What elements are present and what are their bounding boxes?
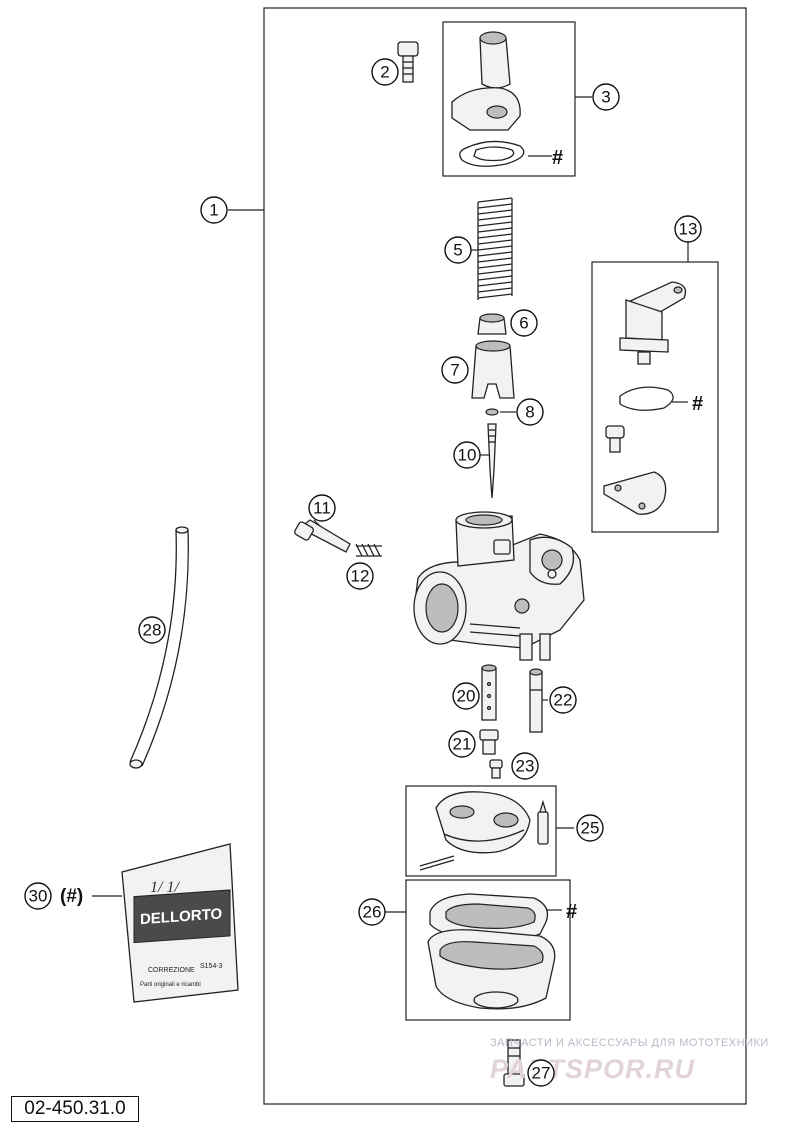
svg-text:13: 13: [679, 220, 698, 239]
svg-text:3: 3: [601, 88, 610, 107]
callout-21: 21: [448, 730, 476, 758]
svg-text:27: 27: [532, 1064, 551, 1083]
callout-11: 11: [308, 494, 336, 522]
svg-text:10: 10: [458, 446, 477, 465]
svg-text:20: 20: [457, 687, 476, 706]
part-7-slide: [471, 340, 515, 399]
part-6-seat: [477, 313, 507, 335]
callout-25: 25: [576, 814, 604, 842]
svg-text:1: 1: [209, 201, 218, 220]
part-25-float-needle: [537, 799, 549, 845]
callout-23: 23: [511, 752, 539, 780]
part-13-box: [591, 261, 719, 533]
part-3-cover: [451, 31, 521, 131]
part-8-clip: [485, 408, 499, 416]
packet-label-line3: Parti originali e ricambi: [140, 982, 201, 988]
hash-mark-13: #: [692, 393, 703, 415]
callout-10: 10: [453, 441, 481, 469]
hash-mark-26: #: [566, 901, 577, 923]
packet-label-line2: S154-3: [200, 963, 223, 970]
part-22-tube: [529, 668, 543, 733]
callout-13: 13: [674, 215, 702, 243]
part-12-spring: [355, 543, 382, 557]
part-30-jet-kit-packet: 1/ 1/ DELLORTO CORREZIONE S154-3 Parti o…: [121, 843, 239, 1003]
part-13-plate: [603, 471, 667, 515]
part-23-idle-jet: [489, 759, 503, 779]
part-5-spring: [477, 197, 513, 300]
callout-6: 6: [510, 309, 538, 337]
svg-text:8: 8: [525, 403, 534, 422]
callout-20: 20: [452, 682, 480, 710]
diagram-code: 02-450.31.0: [11, 1096, 139, 1122]
part-25-pin: [419, 855, 455, 871]
svg-text:2: 2: [380, 63, 389, 82]
part-25-float: [435, 791, 531, 854]
leader-11: [313, 519, 321, 527]
callout-8: 8: [516, 398, 544, 426]
callout-2: 2: [371, 58, 399, 86]
svg-text:11: 11: [313, 499, 331, 518]
packet-label-line1: CORREZIONE: [148, 967, 195, 974]
part-10-needle: [487, 423, 497, 499]
svg-text:25: 25: [581, 819, 600, 838]
part-13-lever: [619, 281, 687, 365]
part-26-box: [405, 879, 571, 1021]
part-26-gasket: [429, 893, 549, 942]
part-3-box: [442, 21, 576, 177]
kit-suffix: (#): [60, 886, 83, 907]
part-13-gasket: [619, 386, 674, 411]
part-26-float-bowl: [427, 929, 556, 1010]
part-25-box: [405, 785, 557, 877]
watermark-tagline: ЗАПЧАСТИ И АКСЕССУАРЫ ДЛЯ МОТОТЕХНИКИ: [490, 1037, 769, 1049]
svg-text:12: 12: [351, 567, 370, 586]
part-20-emulsion-tube: [481, 664, 497, 721]
callout-27: 27: [527, 1059, 555, 1087]
part-11-screw: [294, 519, 351, 553]
svg-text:23: 23: [516, 757, 535, 776]
carburettor-body: [413, 511, 585, 661]
svg-text:7: 7: [450, 361, 459, 380]
assembly-frame: [263, 7, 747, 1105]
callout-3: 3: [592, 83, 620, 111]
svg-text:6: 6: [519, 314, 528, 333]
callout-7: 7: [441, 356, 469, 384]
part-28-fuel-hose: [129, 526, 189, 769]
part-21-main-jet: [479, 729, 499, 755]
packet-brand: DELLORTO: [140, 905, 222, 928]
svg-text:5: 5: [453, 241, 462, 260]
callout-22: 22: [549, 686, 577, 714]
callout-26: 26: [358, 898, 386, 926]
part-3-gasket: [459, 140, 525, 167]
svg-text:26: 26: [363, 903, 382, 922]
svg-text:22: 22: [554, 691, 573, 710]
hash-mark-3: #: [552, 147, 563, 169]
svg-text:21: 21: [453, 735, 472, 754]
callout-12: 12: [346, 562, 374, 590]
callout-30: 30: [24, 882, 52, 910]
svg-text:30: 30: [29, 887, 48, 906]
callout-1: 1: [200, 196, 228, 224]
svg-text:28: 28: [143, 621, 162, 640]
part-13-screw: [605, 425, 625, 453]
callout-5: 5: [444, 236, 472, 264]
watermark-brand: PARTSPOR.RU: [490, 1054, 696, 1084]
part-27-drain-screw: [503, 1039, 525, 1087]
callout-28: 28: [138, 616, 166, 644]
packet-handwriting: 1/ 1/: [150, 879, 180, 896]
part-2-screw: [397, 41, 419, 83]
